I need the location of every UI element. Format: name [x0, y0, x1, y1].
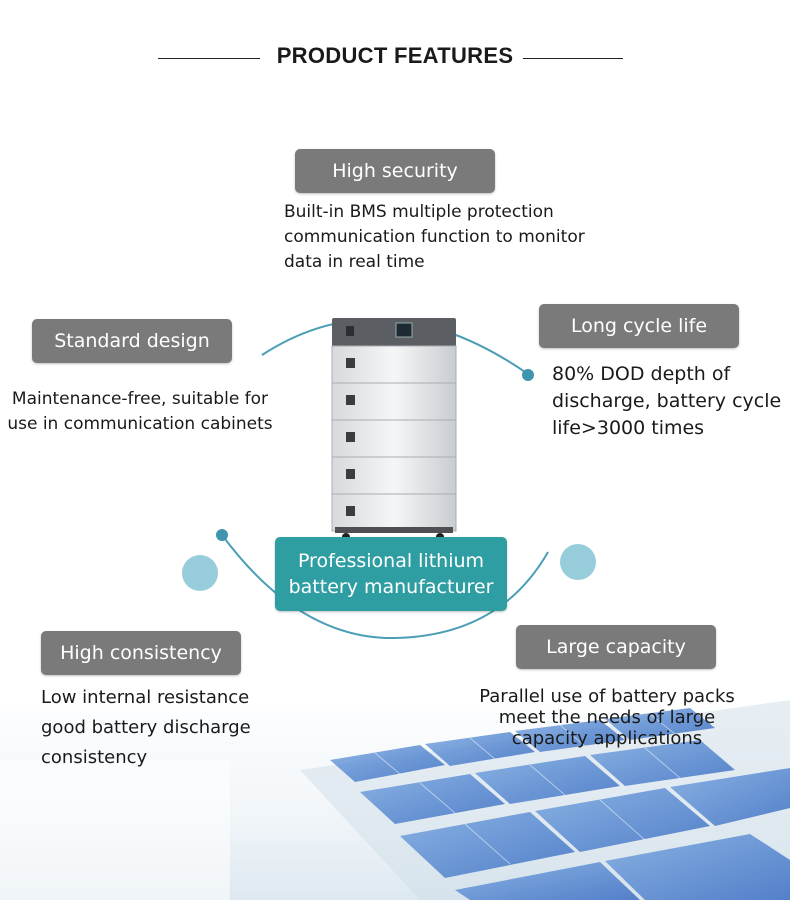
- decorative-dot-left: [182, 555, 218, 591]
- feature-label-long-cycle-life: Long cycle life: [539, 304, 739, 348]
- connector-dot: [216, 529, 228, 541]
- section-header: PRODUCT FEATURES: [0, 40, 790, 76]
- battery-stack-image: [331, 318, 457, 541]
- header-rule-right: [523, 58, 623, 59]
- desc-line: data in real time: [284, 252, 425, 272]
- header-rule-left: [158, 58, 260, 59]
- center-label-manufacturer: Professional lithium battery manufacture…: [275, 537, 507, 611]
- feature-label-high-consistency: High consistency: [41, 631, 241, 675]
- feature-label-high-security: High security: [295, 149, 495, 193]
- desc-line: life>3000 times: [552, 417, 705, 439]
- desc-line: use in communication cabinets: [7, 414, 273, 434]
- desc-line: Maintenance-free, suitable for: [11, 389, 269, 409]
- desc-line: Low internal resistance: [41, 687, 250, 708]
- center-label-line: battery manufacturer: [288, 576, 494, 598]
- desc-line: discharge, battery cycle: [552, 390, 782, 412]
- desc-line: meet the needs of large: [498, 707, 716, 728]
- desc-line: capacity applications: [511, 728, 703, 749]
- desc-line: consistency: [41, 747, 148, 768]
- desc-line: 80% DOD depth of: [552, 363, 731, 385]
- decorative-dot-right: [560, 544, 596, 580]
- desc-line: Parallel use of battery packs: [479, 686, 735, 707]
- connector-dot: [522, 369, 534, 381]
- desc-line: communication function to monitor: [284, 227, 585, 247]
- feature-label-standard-design: Standard design: [32, 319, 232, 363]
- feature-desc-high-security: Built-in BMS multiple protection communi…: [284, 200, 604, 275]
- feature-label-large-capacity: Large capacity: [516, 625, 716, 669]
- center-label-line: Professional lithium: [297, 550, 485, 572]
- feature-desc-standard-design: Maintenance-free, suitable for use in co…: [6, 387, 274, 437]
- page-title: PRODUCT FEATURES: [276, 43, 514, 68]
- feature-desc-high-consistency: Low internal resistance good battery dis…: [41, 683, 301, 773]
- solar-panel-field: [0, 700, 790, 900]
- desc-line: good battery discharge: [41, 717, 251, 738]
- feature-desc-large-capacity: Parallel use of battery packs meet the n…: [462, 686, 752, 749]
- feature-desc-long-cycle-life: 80% DOD depth of discharge, battery cycl…: [552, 361, 788, 442]
- desc-line: Built-in BMS multiple protection: [284, 202, 554, 222]
